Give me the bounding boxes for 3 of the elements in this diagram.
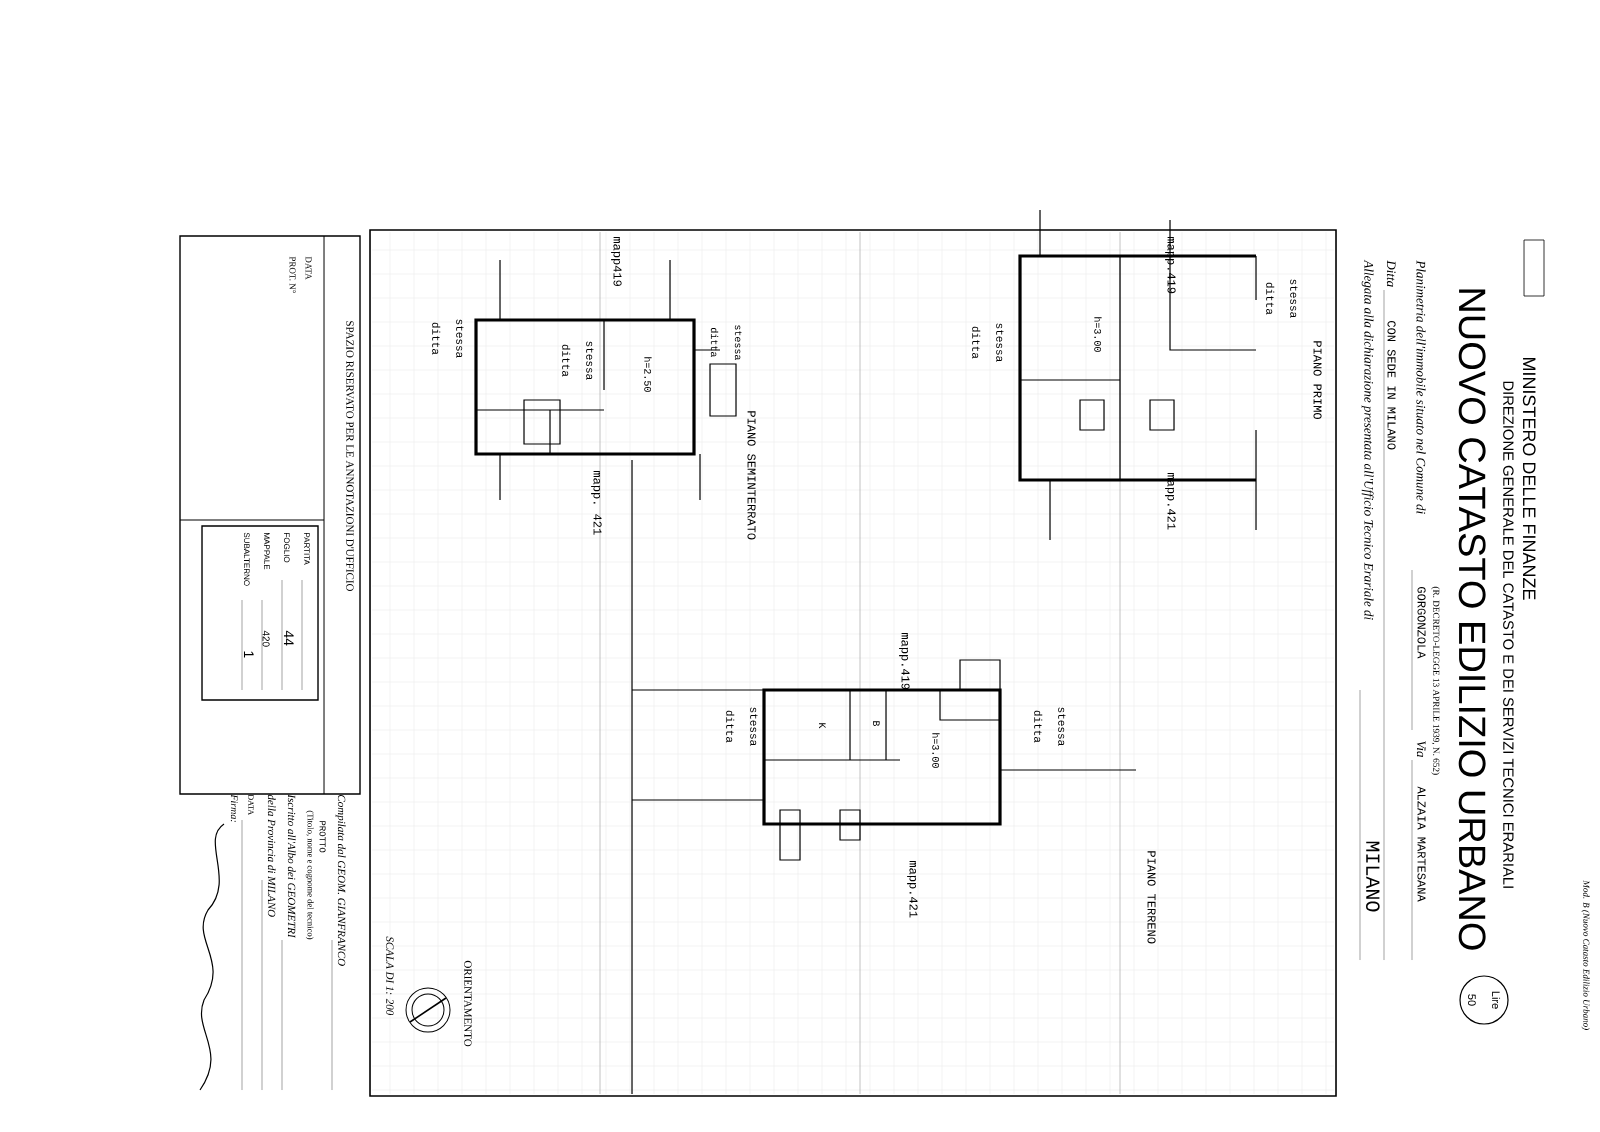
ministry-heading: MINISTERO DELLE FINANZE xyxy=(1522,357,1536,600)
form-value: MILANO xyxy=(1366,841,1380,912)
title: NUOVO CATASTO EDILIZIO URBANO xyxy=(1458,289,1486,950)
